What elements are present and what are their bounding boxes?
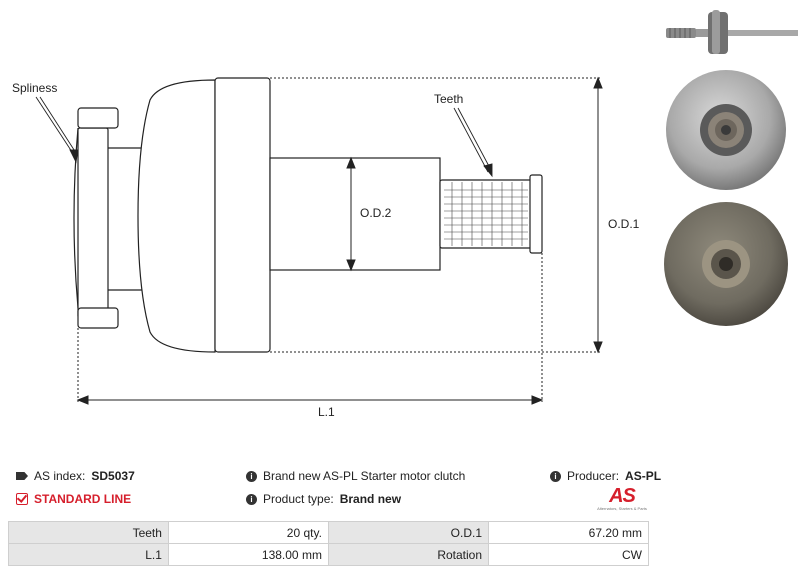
checkbox-icon (16, 493, 28, 505)
product-photo-side (666, 10, 798, 54)
as-index-row: AS index: SD5037 (16, 469, 135, 483)
info-icon: i (550, 470, 561, 482)
spec-value: 138.00 mm (167, 543, 329, 566)
description-row: i Brand new AS-PL Starter motor clutch (246, 469, 465, 483)
product-type-label: Product type: (263, 492, 334, 506)
spliness-callout (35, 96, 79, 164)
teeth-callout (453, 107, 493, 178)
od2-label: O.D.2 (360, 206, 392, 220)
info-icon: i (246, 470, 257, 482)
pinion-spline-lines (444, 182, 528, 246)
as-index-label: AS index: (34, 469, 86, 483)
spec-label: L.1 (8, 543, 169, 566)
spec-value: CW (488, 543, 649, 566)
od1-label: O.D.1 (608, 217, 640, 231)
producer-value: AS-PL (625, 469, 662, 483)
logo-mark: AS (609, 485, 636, 507)
description-text: Brand new AS-PL Starter motor clutch (263, 469, 466, 483)
producer-row: i Producer: AS-PL (550, 469, 661, 483)
od2-dimension (346, 156, 356, 272)
product-type-row: i Product type: Brand new (246, 492, 401, 506)
logo-tagline: Alternators, Starters & Parts (597, 506, 647, 511)
spec-label: Teeth (8, 521, 169, 544)
teeth-label: Teeth (434, 92, 463, 106)
od1-dimension (270, 76, 603, 354)
spliness-label: Spliness (12, 81, 57, 95)
spec-table: Teeth 20 qty. O.D.1 67.20 mm L.1 138.00 … (8, 521, 649, 566)
table-row: Teeth 20 qty. O.D.1 67.20 mm (8, 521, 649, 544)
spec-label: Rotation (327, 543, 490, 566)
spec-label: O.D.1 (327, 521, 490, 544)
tag-icon (16, 472, 28, 480)
l1-dimension (76, 128, 544, 405)
as-pl-logo: AS Alternators, Starters & Parts (592, 485, 652, 511)
l1-label: L.1 (318, 405, 335, 419)
standard-line-row: STANDARD LINE (16, 492, 131, 506)
as-index-value: SD5037 (91, 469, 135, 483)
product-photo-back (664, 202, 788, 326)
spec-value: 67.20 mm (488, 521, 649, 544)
info-icon: i (246, 493, 257, 505)
technical-drawing: O.D.2 O.D.1 L.1 Spliness Teeth (12, 76, 640, 419)
spec-value: 20 qty. (167, 521, 329, 544)
producer-label: Producer: (567, 469, 620, 483)
product-type-value: Brand new (339, 492, 402, 506)
table-row: L.1 138.00 mm Rotation CW (8, 543, 649, 566)
product-photo-front (666, 70, 786, 190)
standard-line-label: STANDARD LINE (34, 492, 132, 506)
